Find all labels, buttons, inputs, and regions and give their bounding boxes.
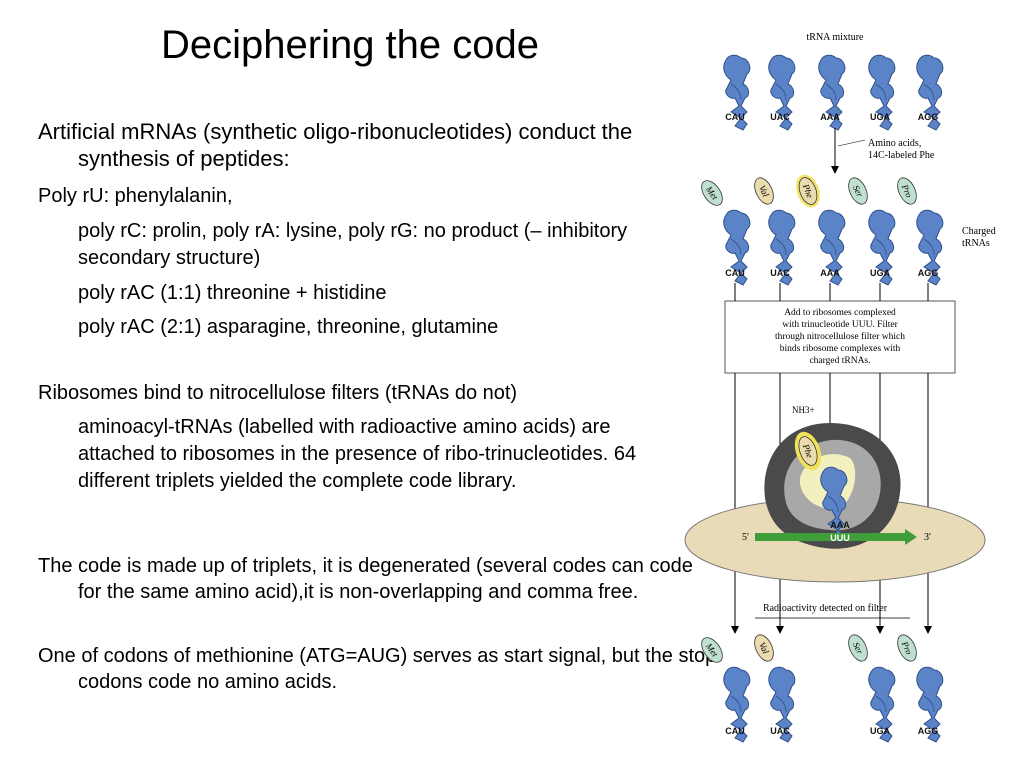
mrna-codon-label: UUU xyxy=(830,533,850,543)
mrna-arrow-icon xyxy=(905,529,917,545)
bullet-code-triplets: The code is made up of triplets, it is d… xyxy=(38,555,693,603)
amino-acids-label: Amino acids, xyxy=(868,138,921,149)
amino-acid-label: Ser xyxy=(851,640,865,656)
subbullet-poly-rac-2-1: poly rAC (2:1) asparagine, threonine, gl… xyxy=(78,316,499,338)
subbullet-aminoacyl-trnas: aminoacyl-tRNAs (labelled with radioacti… xyxy=(78,416,637,492)
five-prime-label: 5' xyxy=(742,532,749,543)
codon-label: AGG xyxy=(918,112,939,122)
codon-label: UAC xyxy=(770,268,790,278)
leader-line xyxy=(837,139,866,147)
amino-acid-oval xyxy=(701,180,723,206)
codon-label: AAA xyxy=(820,112,840,122)
bullet-ribosomes-bind: Ribosomes bind to nitrocellulose filters… xyxy=(38,382,518,404)
amino-acid-oval xyxy=(897,634,917,662)
trna-binding-figure: tRNA mixture CAU UAC AAA UGA AGG Amino a… xyxy=(684,32,996,743)
charged-label: Charged xyxy=(962,226,996,237)
codon-label: UGA xyxy=(870,726,891,736)
ribosome-amino-acid-label: Phe xyxy=(801,442,816,460)
amino-acid-oval xyxy=(754,634,774,662)
instruction-line: Add to ribosomes complexed xyxy=(784,308,896,318)
codon-label: CAU xyxy=(725,726,745,736)
instruction-line: with trinucleotide UUU. Filter xyxy=(782,320,898,330)
mrna-strand xyxy=(755,533,905,541)
codon-label: AGG xyxy=(918,726,939,736)
instruction-box xyxy=(724,300,956,374)
instruction-text: Add to ribosomes complexed with trinucle… xyxy=(775,308,905,366)
nh3-label: NH3+ xyxy=(792,405,815,415)
trnas-label: tRNAs xyxy=(962,238,990,249)
codon-label: UGA xyxy=(870,268,891,278)
instruction-line: through nitrocellulose filter which xyxy=(775,331,905,342)
slide-title: Deciphering the code xyxy=(160,23,540,67)
bullet-start-signal: One of codons of methionine (ATG=AUG) se… xyxy=(38,645,717,693)
amino-acid-label: Val xyxy=(757,184,771,199)
codon-row-bottom: CAU UAC UGA AGG xyxy=(725,726,938,736)
instruction-line: charged tRNAs. xyxy=(809,356,870,366)
trna-mixture-label: tRNA mixture xyxy=(807,32,865,43)
codon-label: AGG xyxy=(918,268,939,278)
radioactivity-label: Radioactivity detected on filter xyxy=(763,603,888,614)
codon-label: CAU xyxy=(725,112,745,122)
amino-acid-oval xyxy=(897,177,917,205)
amino-acid-oval xyxy=(798,436,818,466)
amino-acid-oval xyxy=(848,634,868,662)
bullet-poly-ru: Poly rU: phenylalanin, xyxy=(38,185,233,207)
amino-acid-label: Val xyxy=(757,641,771,656)
arrow-head-icon xyxy=(831,166,839,174)
amino-acid-oval xyxy=(848,177,868,205)
codon-row-charged: CAU UAC AAA UGA AGG xyxy=(725,268,938,278)
subbullet-poly-rac-1-1: poly rAC (1:1) threonine + histidine xyxy=(78,282,387,304)
codon-label: AAA xyxy=(820,268,840,278)
amino-acid-oval xyxy=(754,177,774,205)
amino-acid-oval xyxy=(798,177,818,205)
codon-label: UAC xyxy=(770,112,790,122)
codon-label: UAC xyxy=(770,726,790,736)
subbullet-poly-rc: poly rC: prolin, poly rA: lysine, poly r… xyxy=(78,220,628,269)
amino-acid-oval xyxy=(701,637,723,663)
flow-arrowheads xyxy=(731,626,932,634)
anticodon-label: AAA xyxy=(830,520,850,530)
bullet-artificial-mrnas: Artificial mRNAs (synthetic oligo-ribonu… xyxy=(38,119,633,171)
amino-acid-label: Ser xyxy=(851,183,865,199)
labeled-phe-label: 14C-labeled Phe xyxy=(868,150,935,161)
charged-trna-row: Met Val Phe Ser Pro xyxy=(701,174,944,286)
amino-acid-label: Phe xyxy=(801,182,816,200)
codon-label: UGA xyxy=(870,112,891,122)
ribosome: Phe xyxy=(764,423,901,549)
instruction-line: binds ribosome complexes with xyxy=(780,344,901,354)
codon-row-top: CAU UAC AAA UGA AGG xyxy=(725,112,938,122)
codon-label: CAU xyxy=(725,268,745,278)
trna-row-bottom: Met Val Ser Pro xyxy=(701,634,944,743)
three-prime-label: 3' xyxy=(924,532,931,543)
